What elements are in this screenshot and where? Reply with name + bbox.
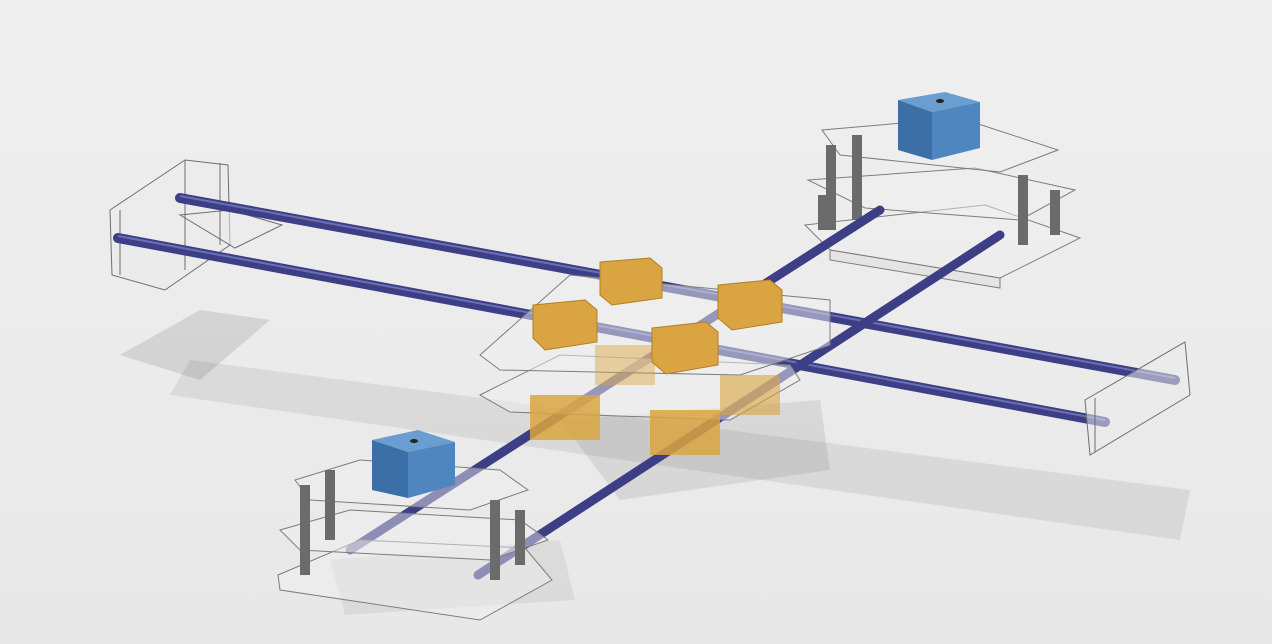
motor-shaft: [410, 439, 418, 443]
linear-bearing-icon: [650, 410, 720, 455]
linear-bearing-icon: [599, 257, 663, 306]
standoff: [1050, 190, 1060, 235]
front-motor-mount[interactable]: [277, 430, 553, 621]
rear-bottom-plate: [803, 204, 1082, 279]
standoff: [490, 500, 500, 580]
stepper-motor-rear[interactable]: [898, 92, 980, 160]
linear-bearing-icon: [720, 375, 780, 415]
standoff: [826, 145, 836, 230]
linear-bearing-icon: [530, 395, 600, 440]
standoff: [515, 510, 525, 565]
linear-bearing-icon: [717, 279, 783, 331]
standoff: [1018, 175, 1028, 245]
standoff: [300, 485, 310, 575]
linear-bearing-icon: [595, 345, 655, 385]
motor-shaft: [936, 99, 944, 103]
lower-bearing-blocks: [530, 345, 780, 455]
motor-front-face: [898, 100, 932, 160]
standoff: [852, 135, 862, 220]
standoff: [818, 195, 828, 230]
carriage-assembly[interactable]: [478, 257, 831, 455]
motor-side-face: [408, 442, 455, 498]
front-motor-shadow: [330, 540, 575, 615]
right-bracket-plate: [1084, 341, 1191, 456]
left-end-bracket[interactable]: [109, 159, 284, 291]
linear-bearing-icon: [532, 299, 598, 351]
rear-standoffs: [818, 135, 1060, 245]
right-end-bracket[interactable]: [1084, 341, 1191, 456]
motor-side-face: [932, 102, 980, 160]
left-end-shadow: [120, 310, 270, 380]
upper-bearing-blocks: [532, 257, 783, 375]
stepper-motor-front[interactable]: [372, 430, 455, 498]
linear-bearing-icon: [651, 321, 719, 375]
motor-front-face: [372, 440, 408, 498]
rear-motor-mount[interactable]: [803, 92, 1082, 289]
rear-mid-plate: [806, 167, 1077, 221]
standoff: [325, 470, 335, 540]
front-mid-plate: [279, 509, 550, 561]
front-standoffs: [300, 470, 525, 580]
left-bracket-tab: [178, 209, 284, 249]
